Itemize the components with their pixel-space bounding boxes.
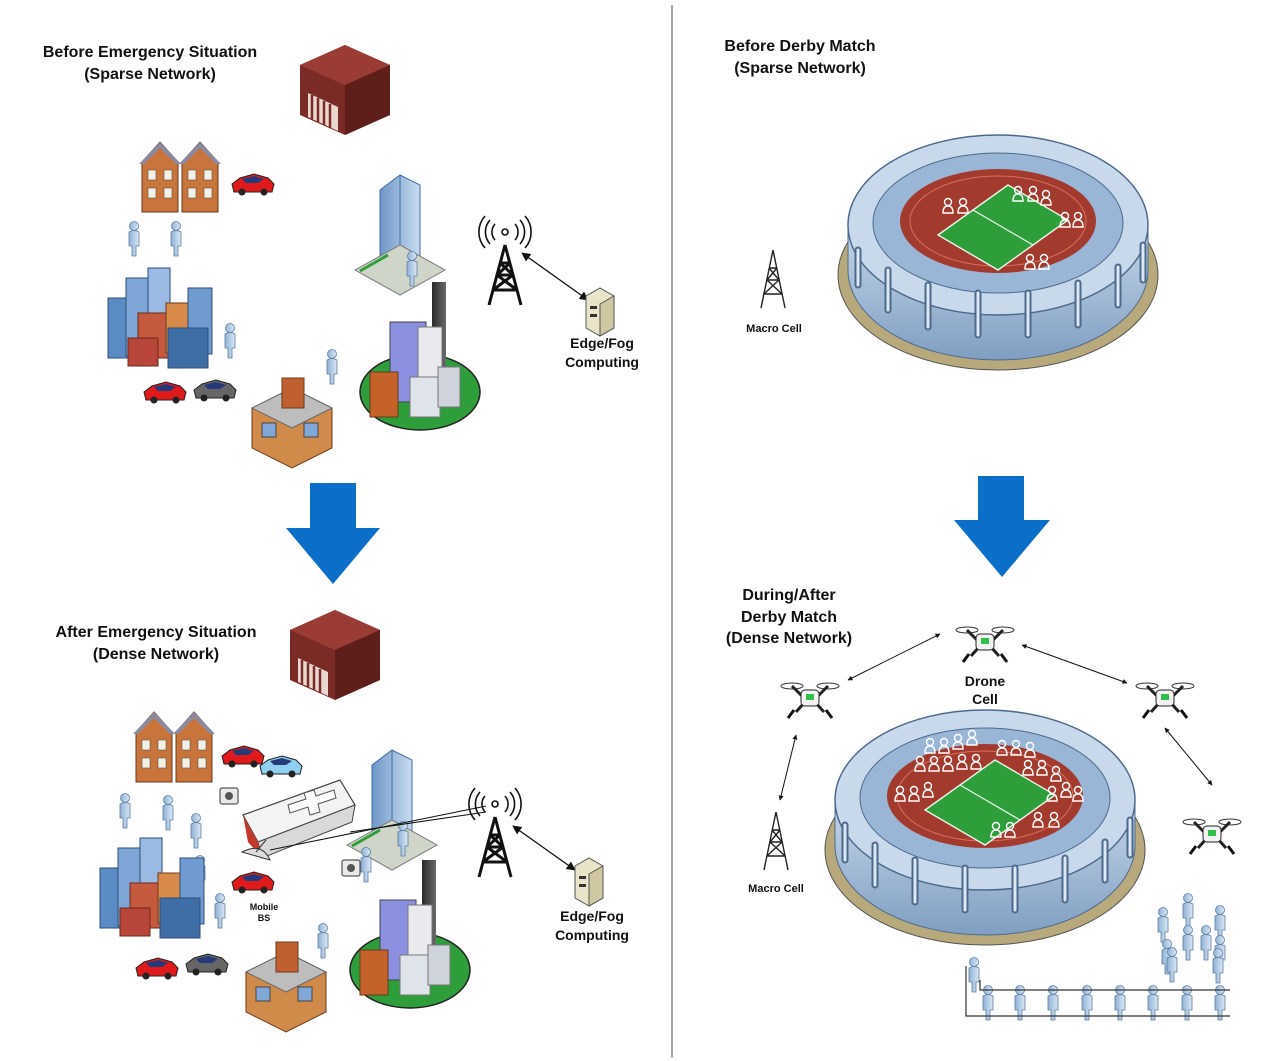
blue-car-icon [259,755,303,778]
drone-link [1164,727,1213,786]
house-icon [178,141,222,213]
bank-icon [288,608,382,702]
before-emergency-title: Before Emergency Situation (Sparse Netwo… [42,44,258,83]
signal-waves-icon [468,787,522,821]
signal-waves-icon [478,215,532,249]
drone-icon [779,681,841,720]
macro-cell-label: Macro Cell [746,323,802,335]
tower-to-edge-link [521,252,589,301]
drone-cell-label: Drone Cell [964,673,1006,707]
cell-tower-icon [487,243,523,307]
person-icon [214,893,226,929]
red-car-icon [143,381,187,404]
transition-arrow-left [286,483,380,584]
red-car-icon [221,745,265,768]
person-icon [170,221,182,257]
edge-fog-label: Edge/Fog Computing [555,908,629,943]
stadium-icon [838,135,1158,370]
person-icon [119,793,131,829]
city-icon [99,837,205,939]
server-icon [574,857,604,907]
before-derby-title: Before Derby Match (Sparse Network) [724,38,876,77]
house-icon [132,711,176,783]
shop-icon [245,941,327,1033]
grey-car-icon [193,379,237,402]
shop-icon [251,377,333,469]
macro-cell-label: Macro Cell [748,883,804,895]
mobile-bs-label: Mobile BS [249,902,279,923]
drone-icon [1181,817,1243,856]
satellite-dish-icon [240,839,271,861]
ambulance-icon [242,779,356,859]
camera-icon [341,859,361,877]
edge-fog-label: Edge/Fog Computing [565,335,639,370]
person-icon [360,847,372,883]
glass-tower-icon [345,748,439,872]
red-car-icon [231,871,275,894]
red-car-icon [231,173,275,196]
queue-rail [965,966,1230,1017]
downtown-icon [359,281,481,431]
drone-link [1021,644,1128,684]
drone-icon [1134,681,1196,720]
after-emergency-title: After Emergency Situation (Dense Network… [55,624,257,663]
person-icon [326,349,338,385]
drone-icon [954,625,1016,664]
cell-tower-icon [477,815,513,879]
city-icon [107,267,213,369]
bank-icon [298,43,392,137]
camera-icon [219,787,239,805]
transition-arrow-right [954,476,1050,577]
person-icon [128,221,140,257]
macro-cell-tower-icon [760,249,786,309]
stadium-icon [825,710,1145,945]
tower-to-edge-link [512,825,576,871]
drone-link [847,633,941,681]
person-icon [162,795,174,831]
person-icon [317,923,329,959]
drone-link [778,734,798,801]
house-icon [172,711,216,783]
glass-tower-icon [353,173,447,297]
red-car-icon [135,957,179,980]
server-icon [585,287,615,337]
person-icon [224,323,236,359]
macro-cell-tower-icon [763,811,789,871]
during-derby-title: During/After Derby Match (Dense Network) [725,587,853,648]
person-icon [190,813,202,849]
house-icon [138,141,182,213]
grey-car-icon [185,953,229,976]
bs-to-tower-link [349,811,487,833]
